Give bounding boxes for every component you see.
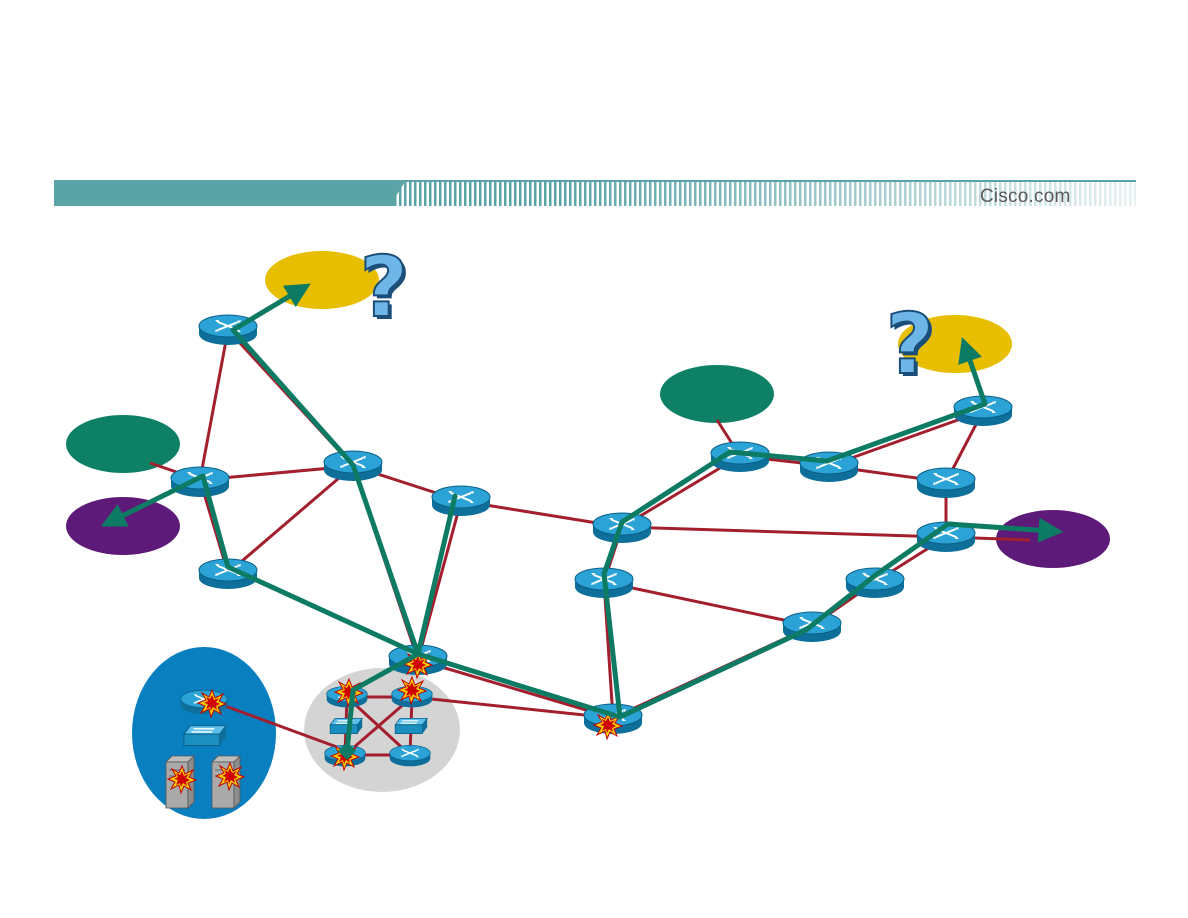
router-icon[interactable] <box>170 466 230 498</box>
router-icon[interactable] <box>916 467 976 499</box>
switch-icon[interactable] <box>183 724 227 747</box>
svg-text:?: ? <box>886 295 935 393</box>
switch-icon[interactable] <box>394 717 428 735</box>
site-green-middle <box>660 365 774 423</box>
router-icon[interactable] <box>389 744 431 767</box>
router-icon[interactable] <box>799 451 859 483</box>
question-mark-icon: ? ? <box>885 294 938 396</box>
switch-icon[interactable] <box>329 717 363 735</box>
question-mark-icon: ? ? <box>359 237 412 339</box>
svg-text:?: ? <box>889 298 938 396</box>
svg-text:?: ? <box>363 241 412 339</box>
svg-text:?: ? <box>360 238 409 336</box>
header-banner <box>54 180 1136 206</box>
site-green-left <box>66 415 180 473</box>
path-origin-marker <box>338 742 356 760</box>
router-icon[interactable] <box>431 485 491 517</box>
attack-paths <box>100 283 1064 755</box>
brand-logo-text[interactable]: Cisco.com <box>980 186 1071 207</box>
site-purple-left <box>66 497 180 555</box>
site-yellow-right <box>898 315 1012 373</box>
